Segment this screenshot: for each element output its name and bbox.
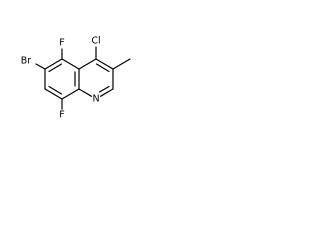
bromine-label: Br (21, 56, 32, 67)
bond-c7-c8 (44, 88, 63, 100)
bond-c7-br (35, 63, 46, 70)
quinoline-structure: Cl F F Br N (21, 36, 131, 121)
bond-c5-c6 (44, 58, 63, 70)
chlorine-label: Cl (91, 36, 100, 47)
bond-c4-c3-inner (95, 63, 110, 73)
fluorine-top-label: F (59, 38, 64, 49)
nitrogen-label: N (92, 94, 99, 105)
fluorine-bottom-label: F (59, 110, 64, 121)
bond-c4a-c5 (61, 58, 80, 70)
bond-c7-c8-inner (48, 85, 63, 95)
bond-c2-n1 (99, 88, 114, 97)
bond-c3-methyl (112, 58, 131, 70)
bond-n1-c8a (78, 88, 93, 97)
bond-c2-n1-inner (98, 85, 110, 93)
bond-c4-c3 (95, 58, 114, 70)
bond-c8-c8a (61, 88, 80, 100)
bond-c4a-c4 (78, 58, 97, 70)
bond-c5-c6-inner (48, 63, 63, 73)
